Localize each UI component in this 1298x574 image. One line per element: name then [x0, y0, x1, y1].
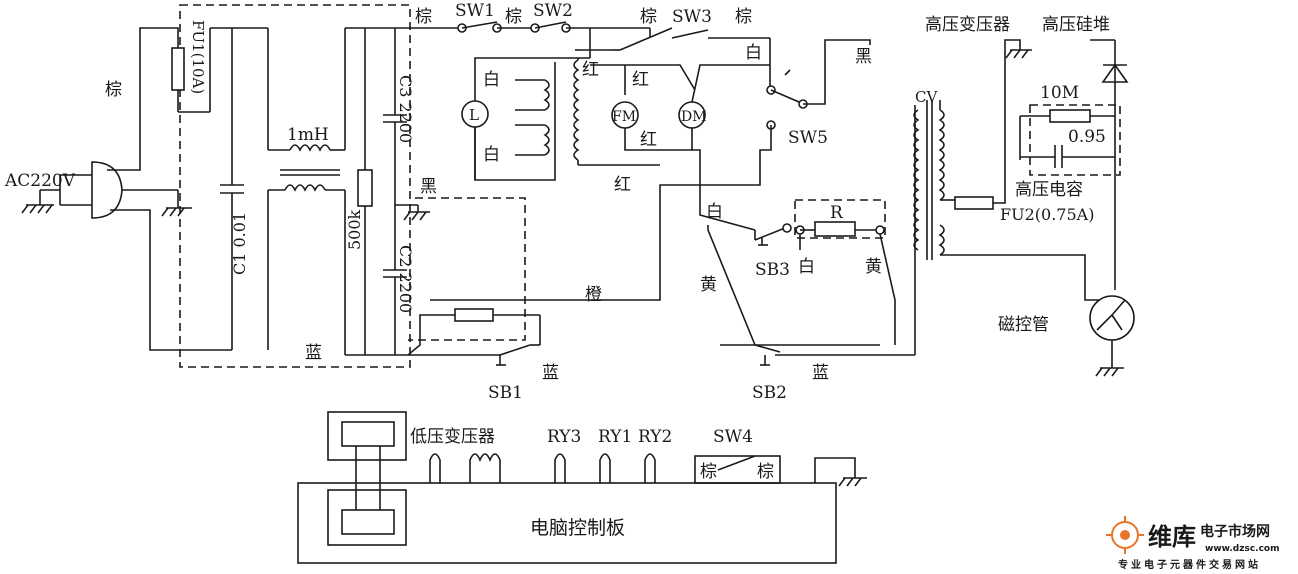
label-c1: C1 0.01 — [230, 212, 249, 275]
label-yellow: 黄 — [865, 257, 882, 277]
hv-diode-icon — [1101, 63, 1129, 83]
label-white: 白 — [706, 202, 723, 222]
dm-label: DM — [681, 109, 707, 125]
label-red: 红 — [640, 130, 657, 150]
watermark: 维库 电子市场网 www.dzsc.com 专业电子元器件交易网站 — [1106, 516, 1279, 571]
label-blue: 蓝 — [542, 363, 559, 383]
label-white: 白 — [483, 145, 500, 165]
label-yellow: 黄 — [700, 275, 717, 295]
label-lv-transformer: 低压变压器 — [410, 427, 495, 447]
sb3-resistor-section — [754, 199, 896, 345]
label-sw4: SW4 — [713, 427, 753, 447]
labels: 棕 FU1(10A) AC220V 1mH C1 0.01 500k C3 22… — [4, 1, 1110, 539]
label-sw3: SW3 — [672, 7, 712, 27]
label-ry1: RY1 — [598, 427, 632, 447]
label-sw5: SW5 — [788, 128, 828, 148]
door-switches — [457, 21, 771, 90]
label-fu2: FU2(0.75A) — [1000, 205, 1094, 224]
sw5-switch — [430, 39, 871, 301]
label-black: 黑 — [855, 47, 872, 67]
fuse-fu1 — [171, 47, 185, 91]
label-brown: 棕 — [757, 462, 774, 482]
hv-section — [913, 39, 1135, 377]
fm-label: FM — [612, 109, 636, 125]
label-white: 白 — [745, 43, 762, 63]
sb1-sb2-switches — [454, 225, 915, 366]
label-sw2: SW2 — [533, 1, 573, 21]
label-orange: 橙 — [585, 285, 602, 305]
ground-icon — [838, 477, 867, 487]
label-red: 红 — [614, 175, 631, 195]
label-500k: 500k — [345, 209, 364, 250]
ac-plug-icon — [40, 161, 123, 219]
filter-box — [179, 4, 411, 368]
label-1mh: 1mH — [287, 125, 329, 145]
lamp-motor-block — [461, 57, 770, 240]
label-red: 红 — [582, 60, 599, 80]
fuse-fu2 — [954, 196, 994, 210]
label-brown: 棕 — [505, 7, 522, 27]
board-label: 电脑控制板 — [530, 517, 625, 539]
label-sb1: SB1 — [488, 383, 523, 403]
label-magnetron: 磁控管 — [998, 315, 1049, 335]
ground-icon — [21, 190, 54, 214]
chip-logo-icon — [1106, 516, 1144, 554]
resistor-10m — [1049, 109, 1091, 123]
label-095: 0.95 — [1068, 127, 1106, 147]
magnetron-icon — [1089, 295, 1135, 341]
label-ry2: RY2 — [638, 427, 672, 447]
label-brown: 棕 — [700, 462, 717, 482]
label-white: 白 — [798, 257, 815, 277]
label-brown: 棕 — [640, 7, 657, 27]
fuse-inline — [454, 308, 494, 322]
label-red: 红 — [632, 70, 649, 90]
resistor-r — [814, 221, 856, 237]
ground-icon — [1095, 367, 1124, 377]
label-hv-transformer: 高压变压器 — [925, 15, 1010, 35]
control-board — [297, 482, 837, 564]
label-brown: 棕 — [415, 7, 432, 27]
ground-icon — [403, 205, 430, 221]
label-cv: CV — [915, 88, 938, 106]
label-sw1: SW1 — [455, 1, 495, 21]
label-hv-diode: 高压硅堆 — [1042, 15, 1110, 35]
ground-icon — [161, 207, 192, 217]
control-board-section — [297, 411, 867, 564]
lower-dashed-box — [408, 197, 526, 341]
watermark-brand-sub: 电子市场网 — [1200, 523, 1270, 540]
label-c2: C2 2200 — [396, 245, 415, 313]
label-brown: 棕 — [735, 7, 752, 27]
label-white: 白 — [483, 70, 500, 90]
power-input-section — [21, 4, 526, 368]
label-c3: C3 2200 — [396, 75, 415, 143]
label-ac220v: AC220V — [4, 171, 76, 191]
label-black: 黑 — [420, 177, 437, 197]
resistor-500k — [357, 169, 373, 207]
label-brown: 棕 — [105, 80, 122, 100]
watermark-url: www.dzsc.com — [1205, 544, 1279, 554]
label-sb3: SB3 — [755, 260, 790, 280]
watermark-brand: 维库 — [1148, 523, 1196, 551]
label-fu1: FU1(10A) — [189, 20, 207, 94]
lamp-label: L — [469, 106, 479, 124]
label-hv-capacitor: 高压电容 — [1015, 180, 1083, 200]
label-blue: 蓝 — [305, 343, 322, 363]
ground-icon — [1005, 49, 1032, 59]
label-ry3: RY3 — [547, 427, 581, 447]
watermark-tagline: 专业电子元器件交易网站 — [1118, 558, 1261, 571]
label-blue: 蓝 — [812, 363, 829, 383]
label-r: R — [830, 203, 844, 223]
label-10m: 10M — [1040, 83, 1079, 103]
label-sb2: SB2 — [752, 383, 787, 403]
